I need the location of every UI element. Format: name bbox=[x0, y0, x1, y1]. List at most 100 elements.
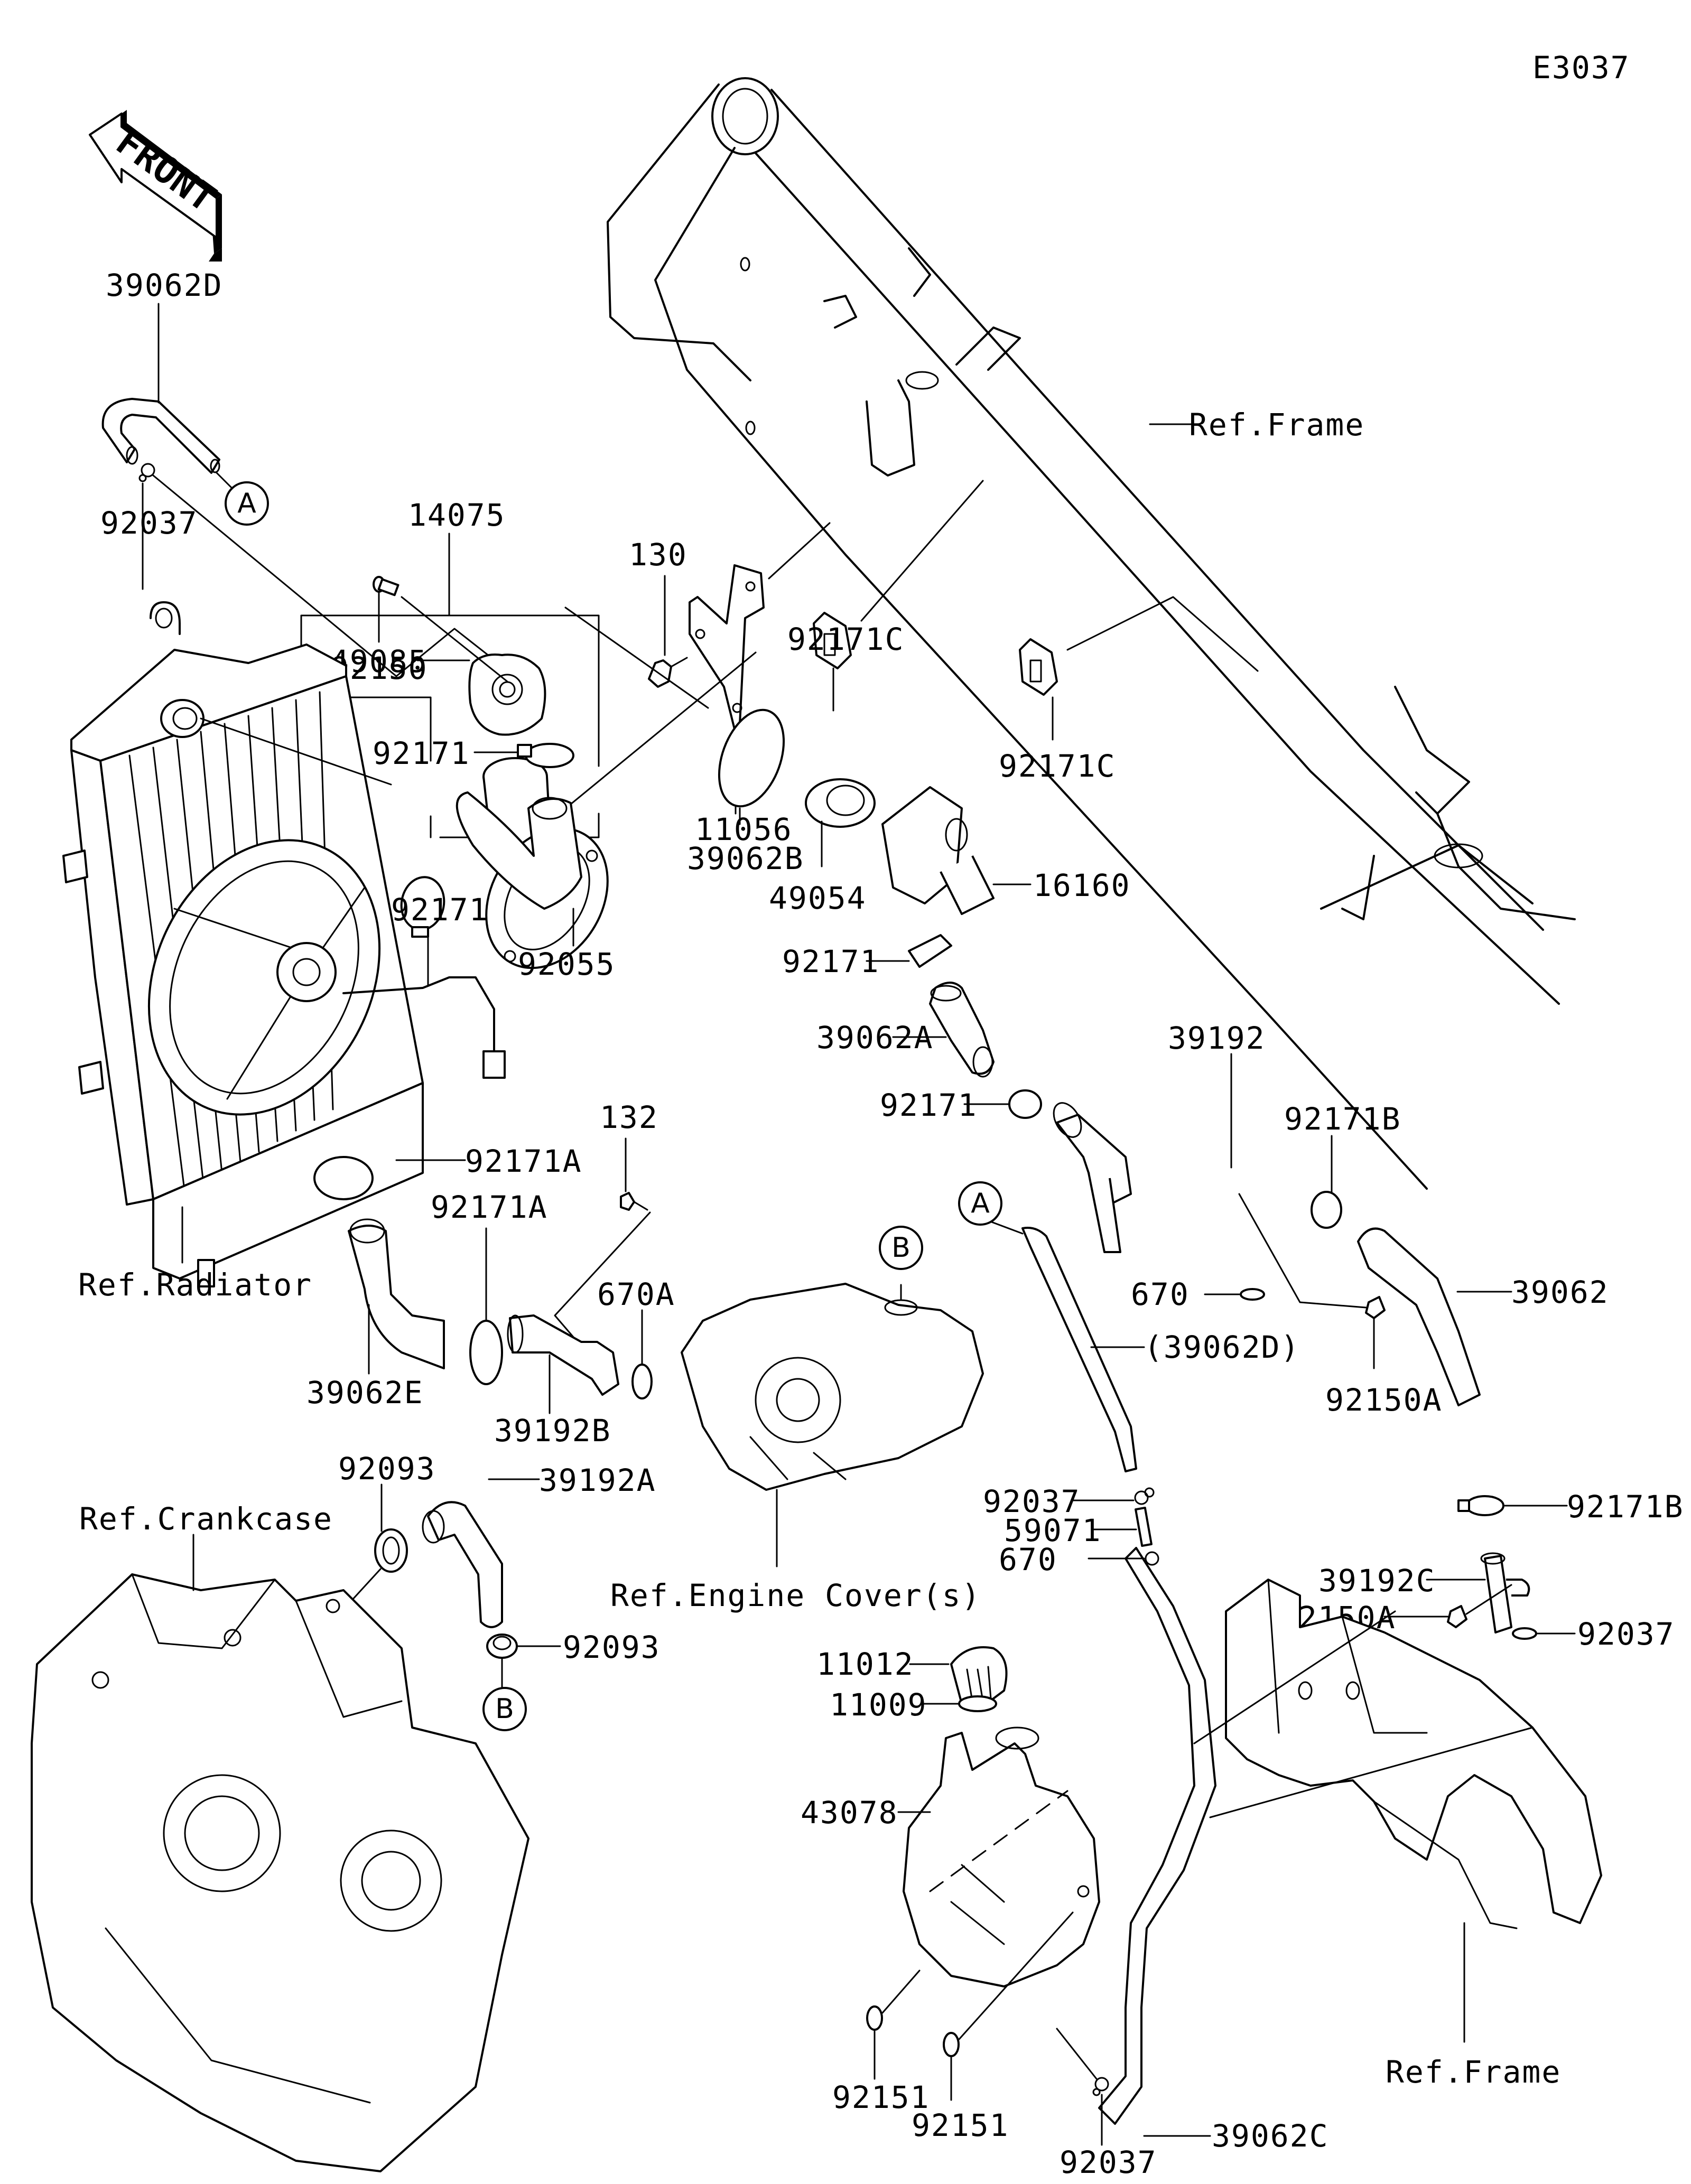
callout-ref-engine-cover: Ref.Engine Cover(s) bbox=[610, 1578, 981, 1613]
hose-39062e bbox=[348, 1218, 445, 1369]
clip-92037-top bbox=[138, 463, 155, 482]
hose-39062b bbox=[456, 791, 582, 910]
fan-drawing bbox=[147, 839, 506, 1116]
callout-92171c-b: 92171C bbox=[999, 748, 1116, 784]
callout-130: 130 bbox=[629, 537, 687, 573]
engine-cover-drawing bbox=[681, 1283, 984, 1491]
o-ring-670-mid bbox=[1240, 1288, 1265, 1301]
callout-92171b-top: 92171B bbox=[1284, 1101, 1401, 1137]
callout-92093-bottom: 92093 bbox=[563, 1629, 661, 1665]
bracket-11056 bbox=[689, 564, 765, 730]
leader-92055-housing bbox=[564, 606, 709, 709]
hose-39062 bbox=[1357, 1227, 1481, 1406]
svg-text:B: B bbox=[495, 1693, 514, 1725]
clamp-92171-b bbox=[400, 876, 445, 938]
leader-92150a-mid-pipe bbox=[1238, 1193, 1367, 1309]
callout-92151-a: 92151 bbox=[832, 2079, 930, 2115]
thermostat-49054 bbox=[805, 778, 876, 828]
thermostat-housing-16160 bbox=[881, 786, 995, 915]
callout-ref-radiator: Ref.Radiator bbox=[78, 1267, 312, 1303]
callout-92171c-a: 92171C bbox=[787, 621, 905, 657]
clamp-92171-d bbox=[1008, 1089, 1042, 1119]
connector-b-top: B bbox=[879, 1226, 923, 1270]
callout-132: 132 bbox=[600, 1099, 658, 1135]
callout-39192b: 39192B bbox=[494, 1413, 611, 1449]
leader-39062d-to-filler bbox=[152, 474, 493, 677]
callout-39192: 39192 bbox=[1168, 1020, 1266, 1056]
pipe-39192 bbox=[1053, 1102, 1132, 1253]
clamp-92171b-top bbox=[1311, 1191, 1342, 1229]
joint-59071 bbox=[1135, 1506, 1153, 1547]
diagram-code: E3037 bbox=[1532, 50, 1630, 86]
front-arrow-icon: FRONT bbox=[89, 110, 224, 262]
callout-39062d-ref: (39062D) bbox=[1144, 1329, 1300, 1365]
callout-14075: 14075 bbox=[408, 497, 506, 533]
clamp-92171a-top bbox=[313, 1156, 374, 1200]
callout-39062b: 92055 bbox=[518, 946, 616, 982]
callout-92037-top: 92037 bbox=[100, 505, 198, 541]
clamp-92171-a bbox=[517, 743, 574, 768]
callout-92171a-second: 92171A bbox=[431, 1189, 548, 1225]
callout-92037-mid: 92037 bbox=[983, 1483, 1081, 1519]
callout-92150a-mid: 92150A bbox=[1325, 1382, 1443, 1418]
clip-92037-bottom bbox=[1092, 2077, 1109, 2096]
clamp-92171b-bottom bbox=[1457, 1495, 1504, 1516]
callout-39062e: 39062E bbox=[306, 1375, 424, 1411]
leader-92171c-a-frame bbox=[860, 480, 984, 622]
pipe-39192a bbox=[422, 1501, 503, 1628]
bolt-132 bbox=[620, 1192, 648, 1211]
connector-a-mid: A bbox=[958, 1181, 1002, 1226]
svg-text:A: A bbox=[237, 488, 256, 519]
callout-92151-b: 92151 bbox=[912, 2107, 1009, 2143]
reservoir-tank-43078 bbox=[903, 1726, 1100, 1987]
bolt-92151-a bbox=[866, 1970, 921, 2031]
seal-92093-bottom bbox=[486, 1634, 518, 1659]
o-ring-670-bottom bbox=[1512, 1627, 1537, 1640]
pipe-39192c bbox=[1480, 1552, 1530, 1634]
callout-ref-frame-bottom: Ref.Frame bbox=[1386, 2054, 1561, 2090]
callout-43078: 43078 bbox=[801, 1795, 898, 1831]
callout-92171-b: 92171 bbox=[391, 892, 489, 928]
callout-92037-bottom: 92037 bbox=[1060, 2144, 1157, 2180]
callout-92171b-bottom: 92171B bbox=[1567, 1489, 1684, 1525]
callout-670a: 670A bbox=[597, 1276, 675, 1312]
radiator-cap-49085 bbox=[468, 654, 546, 736]
leader-92150-housing bbox=[401, 596, 508, 683]
leader-92171c-b-frame bbox=[1066, 596, 1259, 672]
bolt-92150 bbox=[373, 576, 399, 596]
callout-670-mid: 670 bbox=[1131, 1276, 1190, 1312]
clamp-92171c-a bbox=[813, 612, 852, 669]
callout-39062d: 39062D bbox=[106, 267, 223, 303]
frame-bottom-drawing bbox=[1193, 1579, 1602, 1929]
leader-11056-housing bbox=[549, 651, 757, 823]
callout-92093-top: 92093 bbox=[338, 1451, 436, 1487]
callout-39062c: 39062C bbox=[1212, 2118, 1329, 2154]
leader-92037-bottom-tank bbox=[1056, 2028, 1098, 2080]
clip-92037-mid bbox=[1134, 1487, 1155, 1505]
gasket-11009 bbox=[958, 1695, 997, 1712]
callout-92171-a: 92171 bbox=[373, 735, 470, 771]
callout-16160: 16160 bbox=[1033, 867, 1131, 903]
svg-text:B: B bbox=[891, 1232, 910, 1264]
clip-92037-mid2 bbox=[1145, 1551, 1159, 1566]
callout-92171-c: 92171 bbox=[782, 944, 880, 979]
hose-39062d-long bbox=[1021, 1227, 1216, 2125]
o-ring-670a bbox=[631, 1364, 653, 1399]
callout-39062a: 39062A bbox=[816, 1020, 934, 1056]
callout-11056: 11056 bbox=[695, 811, 793, 847]
bolt-92150a-bottom bbox=[1447, 1584, 1512, 1628]
hose-39062a bbox=[929, 982, 995, 1078]
callout-92171-d: 92171 bbox=[880, 1087, 978, 1123]
callout-49054: 49054 bbox=[769, 880, 867, 916]
connector-a-top: A bbox=[225, 481, 269, 526]
callout-92055: 39062B bbox=[687, 841, 804, 876]
pipe-39192b bbox=[507, 1314, 619, 1396]
callout-ref-crankcase: Ref.Crankcase bbox=[79, 1501, 333, 1537]
callout-39192a: 39192A bbox=[539, 1462, 656, 1498]
seal-92093-top bbox=[374, 1528, 408, 1573]
clamp-92171-c bbox=[908, 934, 952, 968]
leader-11056-frame bbox=[768, 522, 831, 580]
callout-39192c: 39192C bbox=[1318, 1563, 1436, 1599]
callout-ref-frame-top: Ref.Frame bbox=[1189, 407, 1364, 443]
